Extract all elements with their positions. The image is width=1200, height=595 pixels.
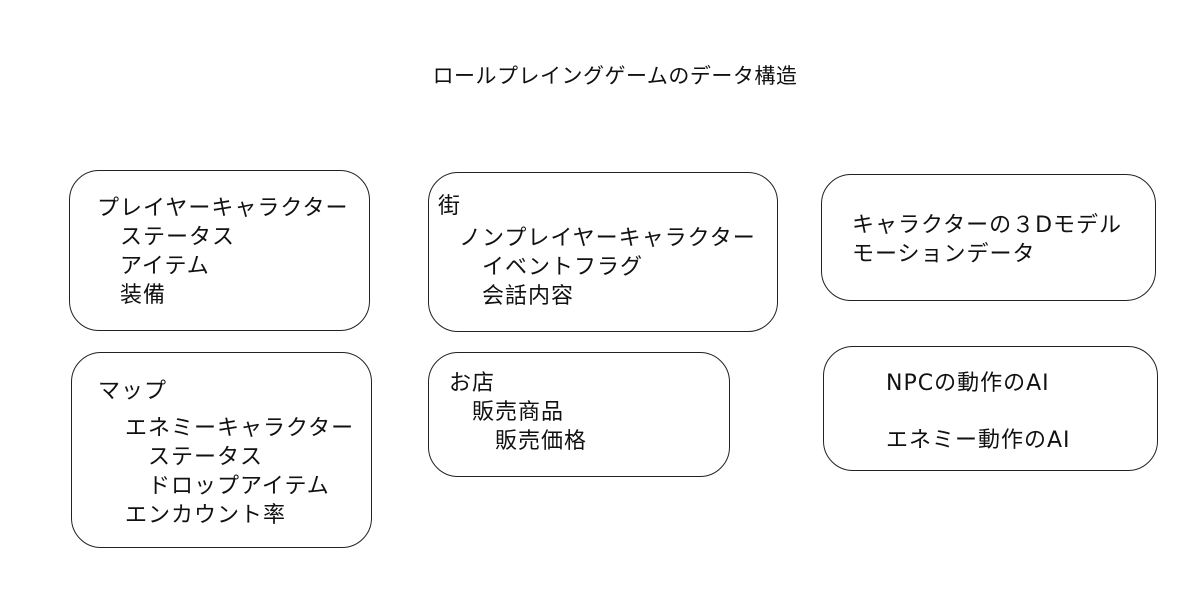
box-item: 会話内容: [482, 284, 575, 309]
box-item: キャラクターの３Dモデル: [852, 213, 1123, 238]
diagram-title: ロールプレイングゲームのデータ構造: [432, 64, 798, 88]
box-heading: 街: [438, 194, 462, 219]
box-item: ドロップアイテム: [148, 474, 330, 499]
model-data-box: キャラクターの３Dモデル モーションデータ: [821, 174, 1156, 301]
box-item: モーションデータ: [852, 242, 1036, 267]
box-item: 装備: [120, 283, 167, 308]
box-item: 販売価格: [495, 429, 588, 454]
box-item: エネミーキャラクター: [125, 416, 355, 441]
box-item: 販売商品: [472, 400, 565, 425]
box-item: ノンプレイヤーキャラクター: [459, 226, 756, 251]
box-item: アイテム: [120, 254, 210, 279]
box-item: エンカウント率: [125, 503, 287, 528]
box-item: イベントフラグ: [482, 255, 644, 280]
shop-box: お店 販売商品 販売価格: [428, 352, 730, 477]
box-item: ステータス: [120, 225, 236, 250]
town-box: 街 ノンプレイヤーキャラクター イベントフラグ 会話内容: [428, 172, 778, 332]
map-box: マップ エネミーキャラクター ステータス ドロップアイテム エンカウント率: [71, 352, 372, 548]
ai-box: NPCの動作のAI エネミー動作のAI: [823, 346, 1158, 471]
box-heading: マップ: [98, 379, 168, 404]
box-heading: お店: [449, 371, 496, 396]
box-item: NPCの動作のAI: [886, 371, 1050, 396]
box-heading: プレイヤーキャラクター: [97, 196, 349, 221]
box-item: ステータス: [148, 445, 264, 470]
player-character-box: プレイヤーキャラクター ステータス アイテム 装備: [69, 170, 370, 331]
box-item: エネミー動作のAI: [886, 428, 1071, 453]
